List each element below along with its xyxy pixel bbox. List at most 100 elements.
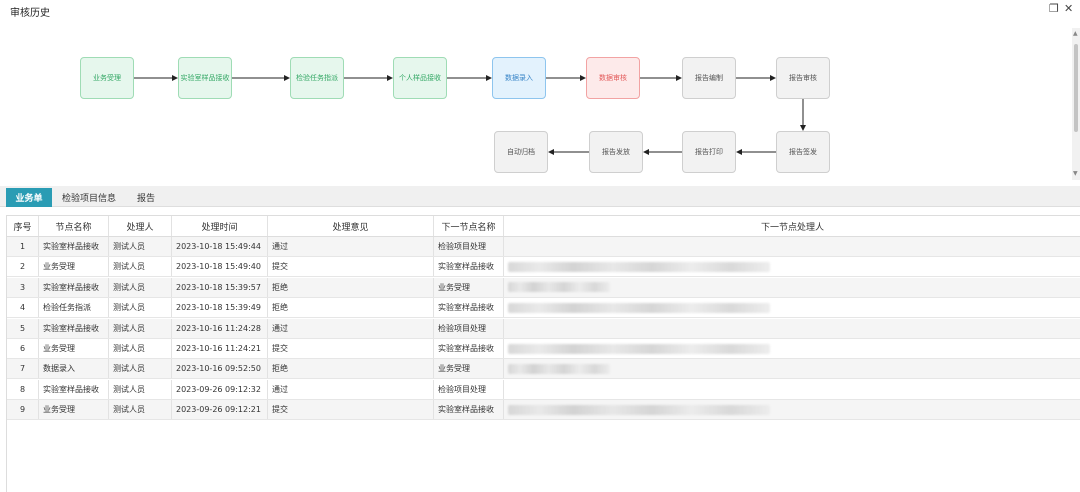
cell-handler: 测试人员 <box>109 257 172 277</box>
cell-next-handler <box>504 237 1080 256</box>
close-icon[interactable]: ✕ <box>1064 2 1074 15</box>
title-bar: 审核历史 ❐ ✕ <box>0 0 1080 20</box>
tab-bar: 业务单 检验项目信息 报告 <box>0 186 1080 207</box>
node-report-review[interactable]: 报告审核 <box>776 57 830 99</box>
col-header-time[interactable]: 处理时间 <box>172 216 268 236</box>
col-header-next-handler[interactable]: 下一节点处理人 <box>760 222 824 233</box>
cell-next-handler <box>504 400 1080 419</box>
cell-next-node: 检验项目处理 <box>434 318 504 338</box>
cell-opinion: 提交 <box>268 339 434 358</box>
cell-handler: 测试人员 <box>109 400 172 420</box>
cell-time: 2023-09-26 09:12:21 <box>172 400 268 420</box>
node-personal-sample-receipt[interactable]: 个人样品接收 <box>393 57 447 99</box>
redacted-handler-names <box>508 282 610 293</box>
node-business-acceptance[interactable]: 业务受理 <box>80 57 134 99</box>
cell-handler: 测试人员 <box>109 277 172 297</box>
cell-index: 5 <box>7 318 39 338</box>
window-title: 审核历史 <box>10 8 50 19</box>
cell-next-handler <box>504 278 1080 297</box>
cell-next-node: 检验项目处理 <box>434 379 504 399</box>
cell-next-handler <box>504 257 1080 276</box>
node-lab-sample-receipt[interactable]: 实验室样品接收 <box>178 57 232 99</box>
redacted-handler-names <box>508 363 610 374</box>
scroll-down-icon[interactable]: ▼ <box>1073 170 1078 177</box>
node-auto-archive[interactable]: 自动归档 <box>494 131 548 173</box>
cell-handler: 测试人员 <box>109 359 172 379</box>
restore-icon[interactable]: ❐ <box>1049 2 1059 15</box>
cell-opinion: 拒绝 <box>268 298 434 318</box>
cell-handler: 测试人员 <box>109 379 172 399</box>
cell-index: 1 <box>7 237 39 256</box>
scroll-up-icon[interactable]: ▲ <box>1073 30 1078 37</box>
redacted-handler-names <box>508 302 770 313</box>
cell-index: 8 <box>7 379 39 399</box>
col-header-next-node[interactable]: 下一节点名称 <box>434 216 504 236</box>
cell-handler: 测试人员 <box>109 237 172 256</box>
cell-time: 2023-10-18 15:49:44 <box>172 237 268 256</box>
cell-opinion: 通过 <box>268 379 434 399</box>
cell-index: 6 <box>7 339 39 358</box>
cell-index: 4 <box>7 298 39 318</box>
workflow-arrows <box>134 75 806 155</box>
scroll-thumb[interactable] <box>1074 44 1078 132</box>
cell-index: 9 <box>7 400 39 420</box>
node-data-review[interactable]: 数据审核 <box>586 57 640 99</box>
tab-inspection-items[interactable]: 检验项目信息 <box>61 194 116 204</box>
cell-opinion: 拒绝 <box>268 359 434 379</box>
cell-index: 7 <box>7 359 39 379</box>
cell-time: 2023-09-26 09:12:32 <box>172 379 268 399</box>
cell-node-name: 业务受理 <box>39 339 109 358</box>
cell-opinion: 通过 <box>268 318 434 338</box>
cell-next-handler <box>504 380 1080 399</box>
cell-node-name: 业务受理 <box>39 257 109 277</box>
cell-node-name: 实验室样品接收 <box>39 318 109 338</box>
workflow-diagram: 业务受理实验室样品接收检验任务指派个人样品接收数据录入数据审核报告编制报告审核报… <box>0 28 1072 186</box>
col-header-node[interactable]: 节点名称 <box>39 216 109 236</box>
table-header: 序号 节点名称 处理人 处理时间 处理意见 下一节点名称 下一节点处理人 <box>7 215 1080 237</box>
cell-next-handler <box>504 339 1080 358</box>
cell-time: 2023-10-16 11:24:21 <box>172 339 268 358</box>
col-header-opinion[interactable]: 处理意见 <box>268 216 434 236</box>
cell-next-node: 实验室样品接收 <box>434 339 504 358</box>
cell-next-node: 实验室样品接收 <box>434 400 504 420</box>
cell-next-node: 检验项目处理 <box>434 237 504 256</box>
redacted-handler-names <box>508 404 770 415</box>
tab-report[interactable]: 报告 <box>136 194 155 204</box>
cell-opinion: 提交 <box>268 257 434 277</box>
cell-next-handler <box>504 359 1080 378</box>
node-report-compile[interactable]: 报告编制 <box>682 57 736 99</box>
col-header-index[interactable]: 序号 <box>7 216 39 236</box>
node-task-assignment[interactable]: 检验任务指派 <box>290 57 344 99</box>
cell-time: 2023-10-18 15:39:57 <box>172 277 268 297</box>
node-report-issue[interactable]: 报告发放 <box>589 131 643 173</box>
cell-handler: 测试人员 <box>109 339 172 358</box>
cell-time: 2023-10-16 11:24:28 <box>172 318 268 338</box>
cell-time: 2023-10-18 15:39:49 <box>172 298 268 318</box>
node-report-print[interactable]: 报告打印 <box>682 131 736 173</box>
cell-handler: 测试人员 <box>109 318 172 338</box>
cell-node-name: 实验室样品接收 <box>39 277 109 297</box>
cell-time: 2023-10-16 09:52:50 <box>172 359 268 379</box>
cell-next-node: 实验室样品接收 <box>434 257 504 277</box>
cell-index: 3 <box>7 277 39 297</box>
redacted-handler-names <box>508 343 770 354</box>
cell-next-handler <box>504 319 1080 338</box>
cell-handler: 测试人员 <box>109 298 172 318</box>
node-report-sign[interactable]: 报告签发 <box>776 131 830 173</box>
cell-time: 2023-10-18 15:49:40 <box>172 257 268 277</box>
tab-business-order[interactable]: 业务单 <box>6 188 52 207</box>
cell-node-name: 数据录入 <box>39 359 109 379</box>
flow-scrollbar[interactable]: ▲ ▼ <box>1072 28 1080 180</box>
col-header-handler[interactable]: 处理人 <box>109 216 172 236</box>
node-data-entry[interactable]: 数据录入 <box>492 57 546 99</box>
